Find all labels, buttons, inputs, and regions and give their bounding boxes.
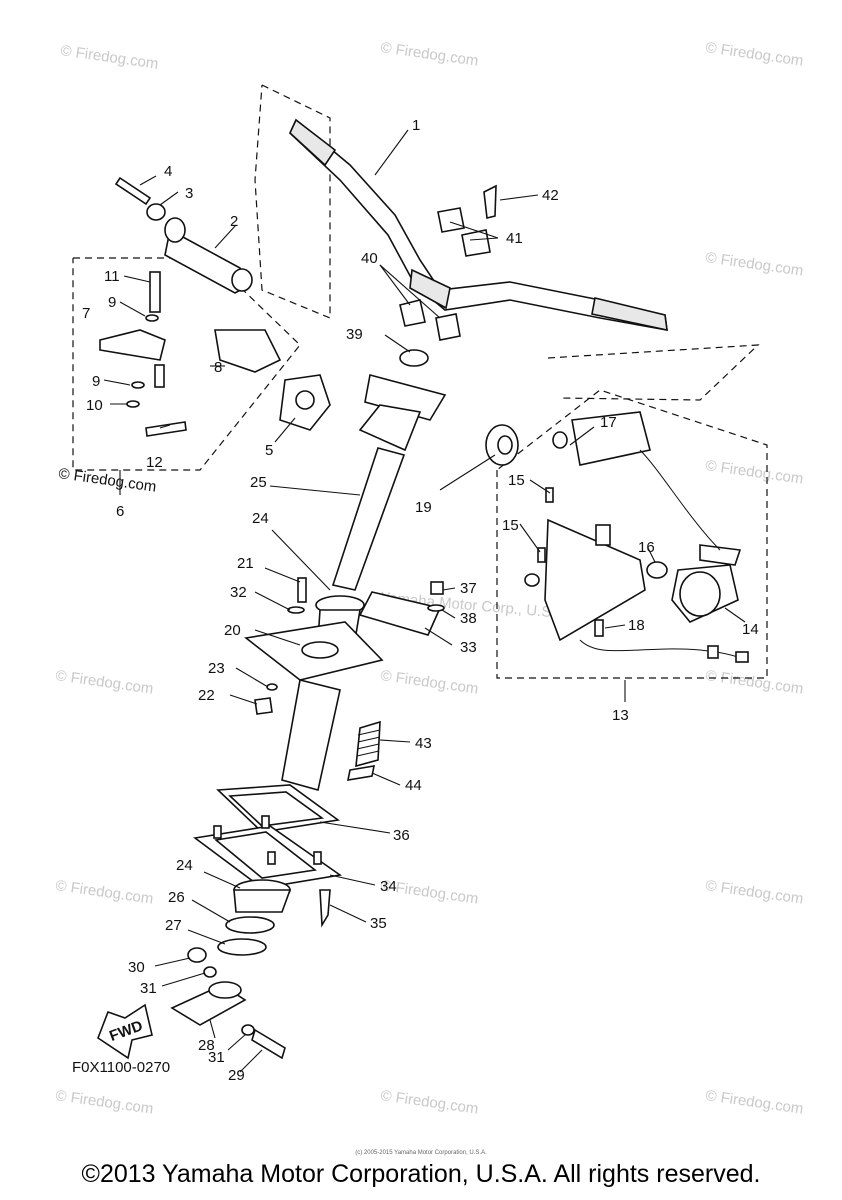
drawing-code: F0X1100-0270 xyxy=(72,1059,170,1076)
watermark: © Firedog.com xyxy=(379,1087,479,1118)
callout-12: 12 xyxy=(146,454,163,471)
callout-15a: 15 xyxy=(508,472,525,489)
watermark: © Firedog.com xyxy=(54,667,154,698)
handlebar xyxy=(289,118,668,332)
copyright-notice: ©2013 Yamaha Motor Corporation, U.S.A. A… xyxy=(81,1160,761,1188)
watermark: © Firedog.com xyxy=(59,42,159,73)
callout-23: 23 xyxy=(208,660,225,677)
callout-labels: 1 2 3 4 11 9 7 8 9 10 12 5 6 25 24 21 32… xyxy=(72,117,759,1084)
callout-3: 3 xyxy=(185,185,193,202)
handlebar-clamps xyxy=(399,184,497,341)
callout-18: 18 xyxy=(628,617,645,634)
callout-11: 11 xyxy=(104,268,120,285)
watermark: © Firedog.com xyxy=(704,39,804,70)
callout-24b: 24 xyxy=(176,857,193,874)
callout-4: 4 xyxy=(164,163,172,180)
callout-9b: 9 xyxy=(92,373,100,390)
lower-column-assembly xyxy=(244,577,445,791)
callout-1: 1 xyxy=(412,117,420,134)
callout-13: 13 xyxy=(612,707,629,724)
callout-16: 16 xyxy=(638,539,655,556)
callout-14: 14 xyxy=(742,621,759,638)
watermark: © Firedog.com xyxy=(704,249,804,280)
throttle-housing xyxy=(279,374,331,431)
callout-9a: 9 xyxy=(108,294,116,311)
callout-31a: 31 xyxy=(140,980,157,997)
callout-8: 8 xyxy=(214,359,222,376)
callout-40: 40 xyxy=(361,250,378,267)
watermark: © Firedog.com xyxy=(379,667,479,698)
callout-36: 36 xyxy=(393,827,410,844)
callout-5: 5 xyxy=(265,442,273,459)
base-plate-assembly xyxy=(193,784,343,928)
watermark: © Firedog.com xyxy=(704,457,804,488)
fwd-arrow: FWD xyxy=(97,1003,153,1060)
left-grip-assembly xyxy=(114,176,253,294)
callout-10: 10 xyxy=(86,397,103,414)
callout-44: 44 xyxy=(405,777,422,794)
callout-43: 43 xyxy=(415,735,432,752)
callout-19: 19 xyxy=(415,499,432,516)
switch-assembly xyxy=(485,411,749,663)
callout-25: 25 xyxy=(250,474,267,491)
handlebar-group-outline xyxy=(254,84,331,319)
tiny-credit-text: (c) 2005-2015 Yamaha Motor Corporation, … xyxy=(355,1150,487,1156)
watermark: © Firedog.com xyxy=(54,877,154,908)
callout-30: 30 xyxy=(128,959,145,976)
callout-31b: 31 xyxy=(208,1049,225,1066)
callout-7: 7 xyxy=(82,305,90,322)
callout-21: 21 xyxy=(237,555,254,572)
lower-bushing-assembly xyxy=(170,879,292,1060)
spring-and-clip xyxy=(346,720,381,781)
callout-29: 29 xyxy=(228,1067,245,1084)
callout-42: 42 xyxy=(542,187,559,204)
callout-20: 20 xyxy=(224,622,241,639)
callout-17: 17 xyxy=(600,414,617,431)
callout-24a: 24 xyxy=(252,510,269,527)
watermark: © Firedog.com xyxy=(704,667,804,698)
steering-column xyxy=(331,349,447,591)
callout-37: 37 xyxy=(460,580,477,597)
handlebar-group-outline-right xyxy=(547,344,760,401)
callout-28: 28 xyxy=(198,1037,215,1054)
watermark: © Firedog.com xyxy=(704,1087,804,1118)
callout-32: 32 xyxy=(230,584,247,601)
callout-15b: 15 xyxy=(502,517,519,534)
leader-lines xyxy=(103,129,746,1073)
watermark: © Firedog.com xyxy=(704,877,804,908)
callout-39: 39 xyxy=(346,326,363,343)
callout-41: 41 xyxy=(506,230,523,247)
watermark: © Firedog.com xyxy=(379,39,479,70)
callout-27: 27 xyxy=(165,917,182,934)
callout-35: 35 xyxy=(370,915,387,932)
callout-38: 38 xyxy=(460,610,477,627)
callout-34: 34 xyxy=(380,878,397,895)
callout-33: 33 xyxy=(460,639,477,656)
switch-group-outline xyxy=(496,389,768,679)
throttle-lever-parts xyxy=(99,271,282,437)
callout-26: 26 xyxy=(168,889,185,906)
watermark-dark: © Firedog.com xyxy=(57,465,157,496)
callout-2: 2 xyxy=(230,213,238,230)
callout-6: 6 xyxy=(116,503,124,520)
group-outlines xyxy=(72,84,768,679)
callout-22: 22 xyxy=(198,687,215,704)
watermark: © Firedog.com xyxy=(54,1087,154,1118)
